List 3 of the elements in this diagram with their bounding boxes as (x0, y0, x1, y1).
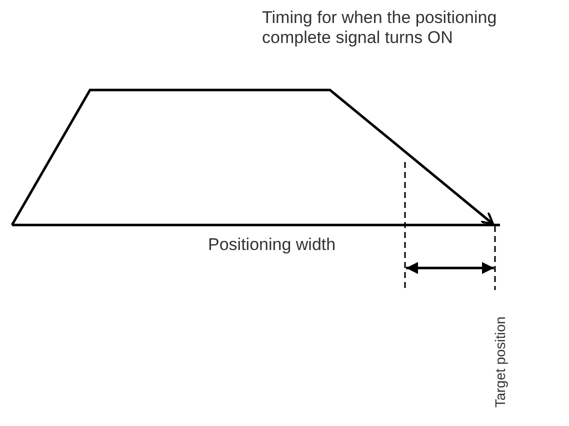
dimension-label: Positioning width (208, 235, 337, 255)
annotation-text: Timing for when the positioning complete signal turns ON (262, 8, 498, 48)
axis-label: Target position (491, 315, 509, 410)
